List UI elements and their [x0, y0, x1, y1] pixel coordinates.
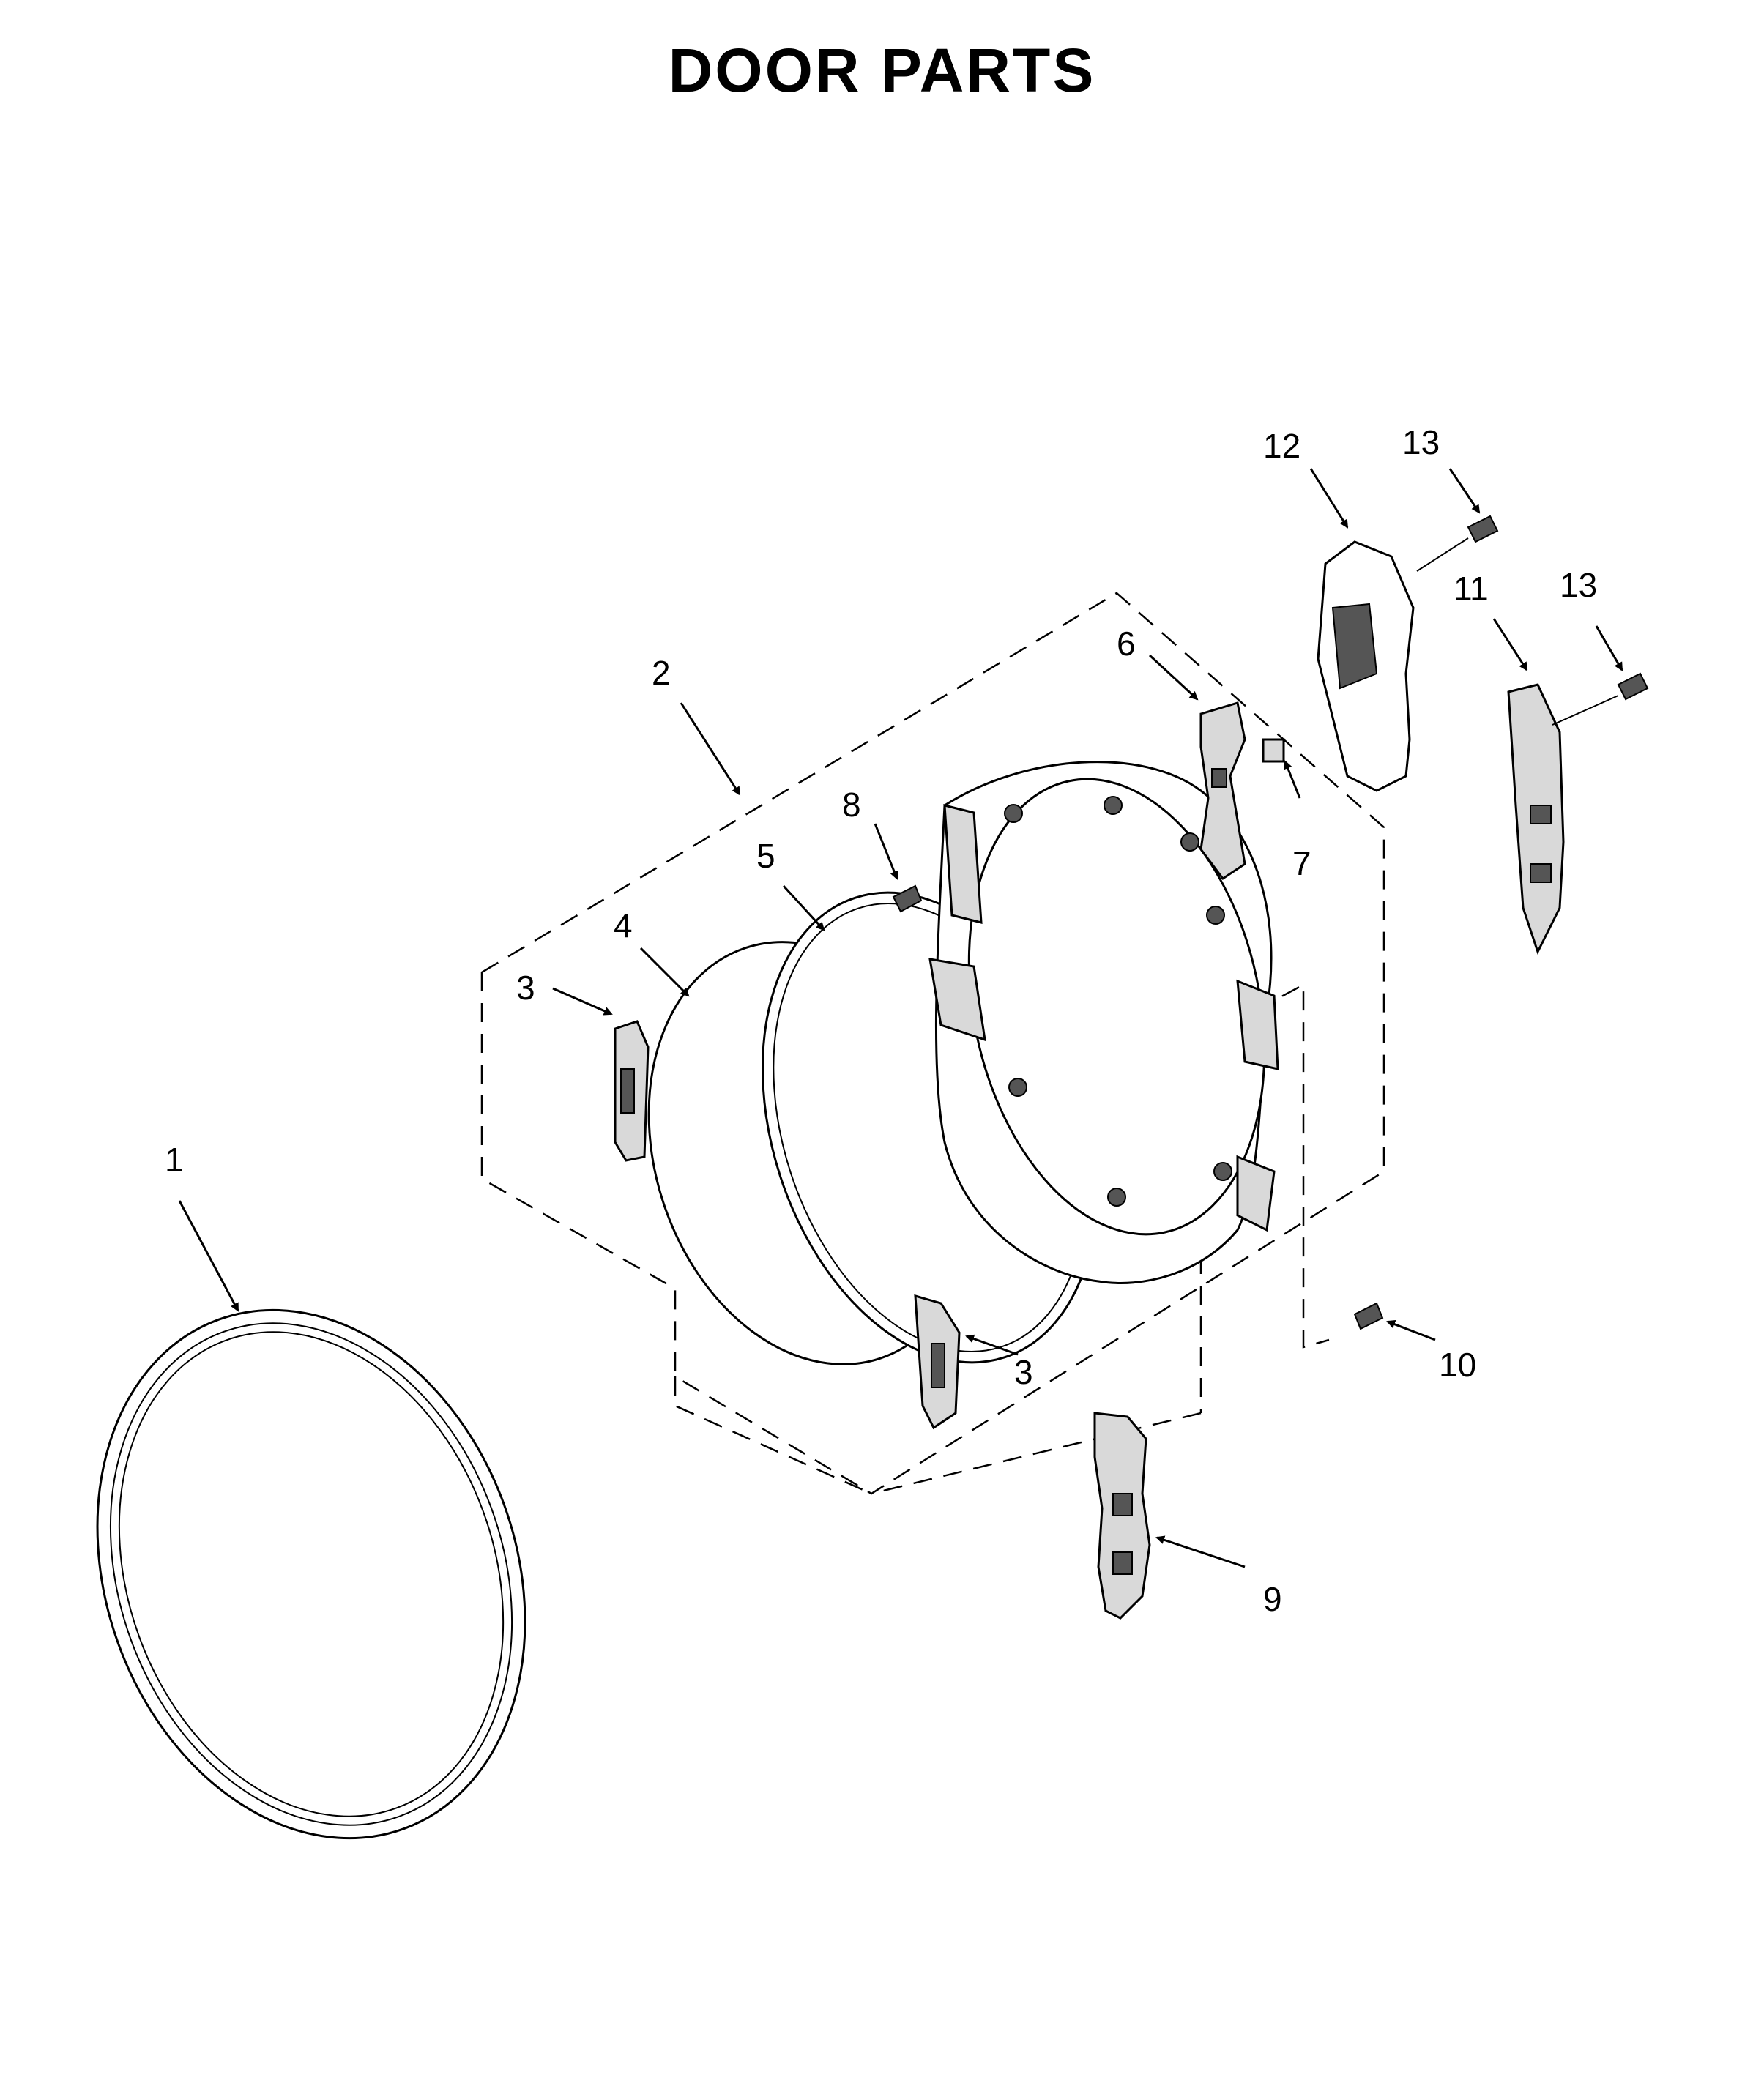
- part-8-screw[interactable]: [892, 884, 923, 913]
- diagram-title: DOOR PARTS: [668, 36, 1096, 105]
- part-6-bracket[interactable]: [1199, 701, 1246, 881]
- callout-5: 5: [756, 837, 775, 875]
- part-10-screw[interactable]: [1353, 1302, 1384, 1330]
- part-9-hinge[interactable]: [1093, 1412, 1151, 1620]
- part-1-outer-door[interactable]: [26, 1250, 596, 1899]
- callout-11: 11: [1454, 570, 1489, 608]
- part-7-strike[interactable]: [1262, 738, 1285, 763]
- callout-2: 2: [652, 654, 671, 692]
- callout-4: 4: [614, 906, 633, 944]
- callout-7: 7: [1292, 844, 1311, 882]
- part-11-handle-back[interactable]: [1507, 683, 1565, 955]
- part-2-inner-door[interactable]: [928, 751, 1304, 1284]
- leader-lines: [178, 468, 1623, 1568]
- part-13-screw-lower[interactable]: [1617, 672, 1649, 701]
- callout-1: 1: [165, 1141, 184, 1179]
- part-12-handle-cover[interactable]: [1317, 540, 1415, 792]
- part-13-screw-upper[interactable]: [1467, 515, 1499, 543]
- callout-9: 9: [1263, 1580, 1282, 1618]
- callout-12: 12: [1263, 427, 1300, 465]
- callout-3-lower: 3: [1014, 1353, 1033, 1391]
- callout-labels: 1 2 3 3 4 5 6 7 8 9 10 11 12 13 13: [165, 423, 1597, 1618]
- callout-13-lower: 13: [1560, 566, 1597, 604]
- part-3-hinge-upper[interactable]: [614, 1020, 650, 1162]
- callout-13-upper: 13: [1402, 423, 1440, 461]
- part-3-hinge-lower[interactable]: [914, 1294, 961, 1430]
- callout-6: 6: [1117, 625, 1136, 663]
- callout-8: 8: [842, 786, 861, 824]
- callout-10: 10: [1439, 1346, 1476, 1384]
- callout-3-upper: 3: [516, 969, 535, 1007]
